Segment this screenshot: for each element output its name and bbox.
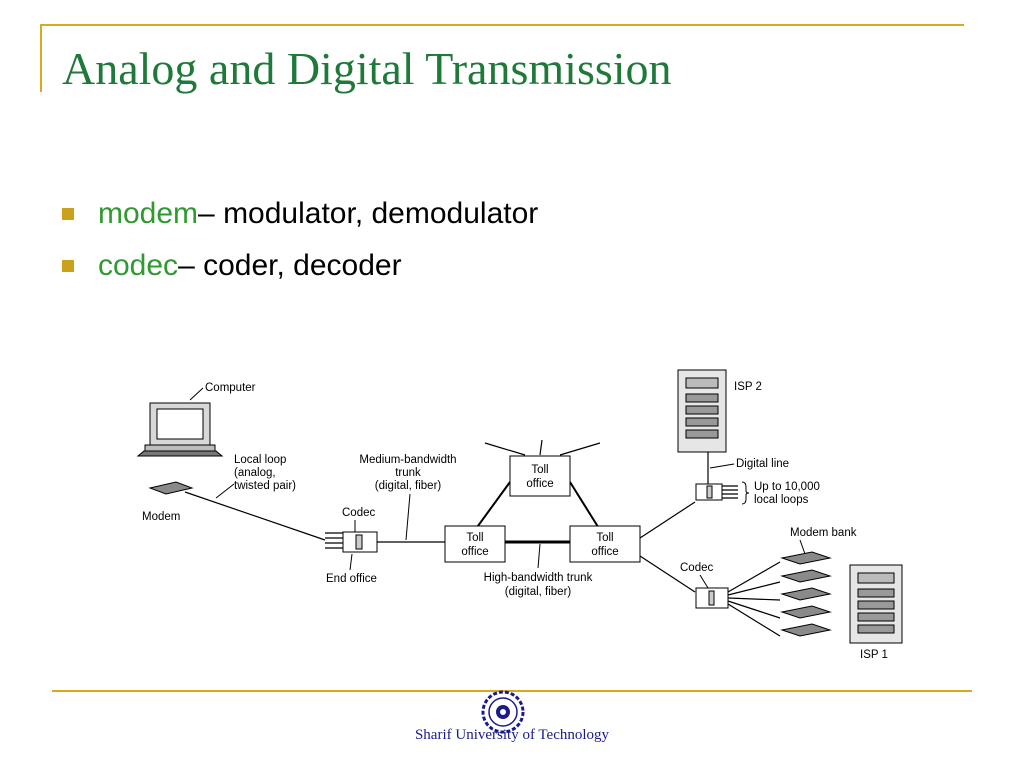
top-rule — [40, 24, 964, 26]
toll-left-label: Toll — [466, 532, 483, 544]
toll-top-line-3 — [559, 442, 601, 456]
toll-left-to-top-line — [474, 481, 511, 531]
bullet-term: modem — [98, 197, 199, 230]
bottom-rule — [52, 690, 972, 692]
high-trunk-label: (digital, fiber) — [505, 586, 572, 598]
high-trunk-pointer — [537, 543, 541, 569]
codec-fan-line-4 — [727, 600, 781, 619]
modem-bank-label: Modem bank — [790, 527, 857, 539]
local-loop-pointer — [215, 483, 235, 499]
modem-bank-icon — [780, 551, 832, 637]
footer-text: Sharif University of Technology — [414, 727, 610, 743]
local-loop-label: Local loop — [234, 454, 286, 466]
codec-fan-line-5 — [727, 603, 781, 637]
local-loop-label: twisted pair) — [234, 480, 296, 492]
toll-top-line-2 — [539, 439, 543, 456]
codec-fan-line-3 — [727, 597, 781, 601]
codec-right-icon — [695, 587, 729, 609]
computer-label: Computer — [205, 382, 256, 394]
bullet-term: codec — [98, 249, 179, 282]
bullet-definition: – coder, decoder — [178, 249, 402, 282]
codec-fan-line-1 — [727, 561, 781, 593]
codec-left-label: Codec — [342, 507, 375, 519]
toll-top-label: Toll — [531, 464, 548, 476]
bullet-list: modem – modulator, demodulator codec – c… — [62, 188, 538, 292]
bullet-square-icon — [62, 260, 74, 272]
end-office-pointer — [349, 553, 353, 571]
toll-left-label: office — [461, 546, 488, 558]
codec-right-label: Codec — [680, 562, 713, 574]
modem-bank-pointer — [799, 539, 806, 555]
toll-right-to-top-line — [569, 481, 601, 531]
computer-icon — [136, 402, 224, 457]
medium-trunk-label: trunk — [395, 467, 421, 479]
codec-fan-line-2 — [727, 581, 781, 596]
toll-office-top-box: Toll office — [509, 455, 571, 497]
modem-label: Modem — [142, 511, 180, 523]
network-diagram: Toll office Toll office Toll office — [136, 369, 903, 661]
digital-line-pointer — [709, 463, 735, 469]
high-trunk-label: High-bandwidth trunk — [484, 572, 593, 584]
toll-right-label: Toll — [596, 532, 613, 544]
medium-trunk-label: (digital, fiber) — [375, 480, 442, 492]
slide-title: Analog and Digital Transmission — [62, 43, 672, 94]
bullet-item-codec: codec – coder, decoder — [62, 240, 538, 292]
codec-right-pointer — [699, 574, 709, 589]
university-logo-icon — [481, 690, 525, 734]
isp2-server-icon — [677, 369, 727, 453]
bullet-definition: – modulator, demodulator — [198, 197, 539, 230]
toll-right-label: office — [591, 546, 618, 558]
local-loop-label: (analog, — [234, 467, 276, 479]
isp1-server-icon — [849, 564, 903, 644]
toll-to-digital-line — [639, 501, 696, 539]
digital-line-box-icon — [695, 481, 750, 505]
local-loops-label: local loops — [754, 494, 809, 506]
isp2-label: ISP 2 — [734, 381, 762, 393]
left-rule — [40, 24, 42, 92]
local-loop-line — [184, 491, 326, 541]
toll-office-left-box: Toll office — [444, 525, 506, 563]
local-loops-label: Up to 10,000 — [754, 481, 820, 493]
bullet-square-icon — [62, 208, 74, 220]
toll-top-line-1 — [484, 442, 526, 456]
isp1-label: ISP 1 — [860, 649, 888, 661]
connection-lines — [184, 439, 781, 637]
toll-office-right-box: Toll office — [569, 525, 641, 563]
bullet-item-modem: modem – modulator, demodulator — [62, 188, 538, 240]
computer-pointer — [189, 387, 204, 401]
digital-line-label: Digital line — [736, 458, 789, 470]
codec-left-icon — [342, 531, 378, 553]
medium-trunk-label: Medium-bandwidth — [359, 454, 456, 466]
modem-icon — [148, 481, 194, 495]
medium-trunk-pointer — [405, 493, 411, 541]
toll-to-codec-line — [639, 555, 696, 593]
end-office-label: End office — [326, 573, 377, 585]
toll-top-label: office — [526, 478, 553, 490]
